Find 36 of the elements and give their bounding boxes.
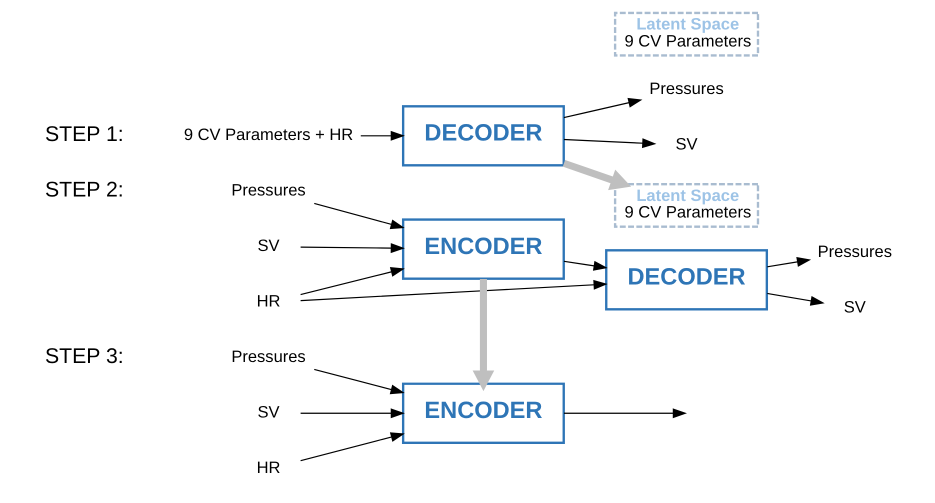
node-text: HR (256, 458, 280, 478)
node-text: Pressures (231, 180, 306, 200)
arrow (564, 138, 656, 148)
node-text: SV (676, 134, 698, 154)
node-text: Pressures (818, 242, 892, 262)
arrow (564, 408, 687, 418)
node-box: ENCODER (402, 382, 565, 444)
arrow (564, 260, 608, 271)
node-box: Latent Space 9 CV Parameters (614, 183, 760, 228)
label: STEP 1: (44, 122, 124, 146)
arrow (767, 292, 825, 306)
arrow (314, 202, 405, 230)
arrow (300, 408, 405, 418)
node-text: HR (256, 292, 280, 311)
node-box: Latent Space 9 CV Parameters (614, 12, 760, 57)
node-box: ENCODER (402, 218, 565, 280)
node-box: DECODER (402, 105, 565, 166)
node-text: SV (258, 236, 280, 256)
label: STEP 2: (44, 177, 124, 202)
arrow (564, 98, 642, 118)
node-text: SV (844, 298, 866, 317)
arrow (314, 368, 405, 394)
label: STEP 3: (44, 344, 124, 368)
node-text: SV (258, 402, 280, 422)
node-box: DECODER (605, 249, 768, 311)
arrow (300, 267, 405, 296)
arrow (562, 160, 632, 190)
arrow (360, 130, 405, 141)
node-text: Pressures (231, 347, 306, 366)
arrow (767, 257, 812, 268)
arrow (300, 280, 608, 302)
node-text: 9 CV Parameters + HR (184, 125, 354, 144)
node-text: Pressures (649, 79, 724, 98)
arrow (300, 432, 405, 462)
arrow (472, 279, 494, 392)
arrow (300, 243, 405, 254)
